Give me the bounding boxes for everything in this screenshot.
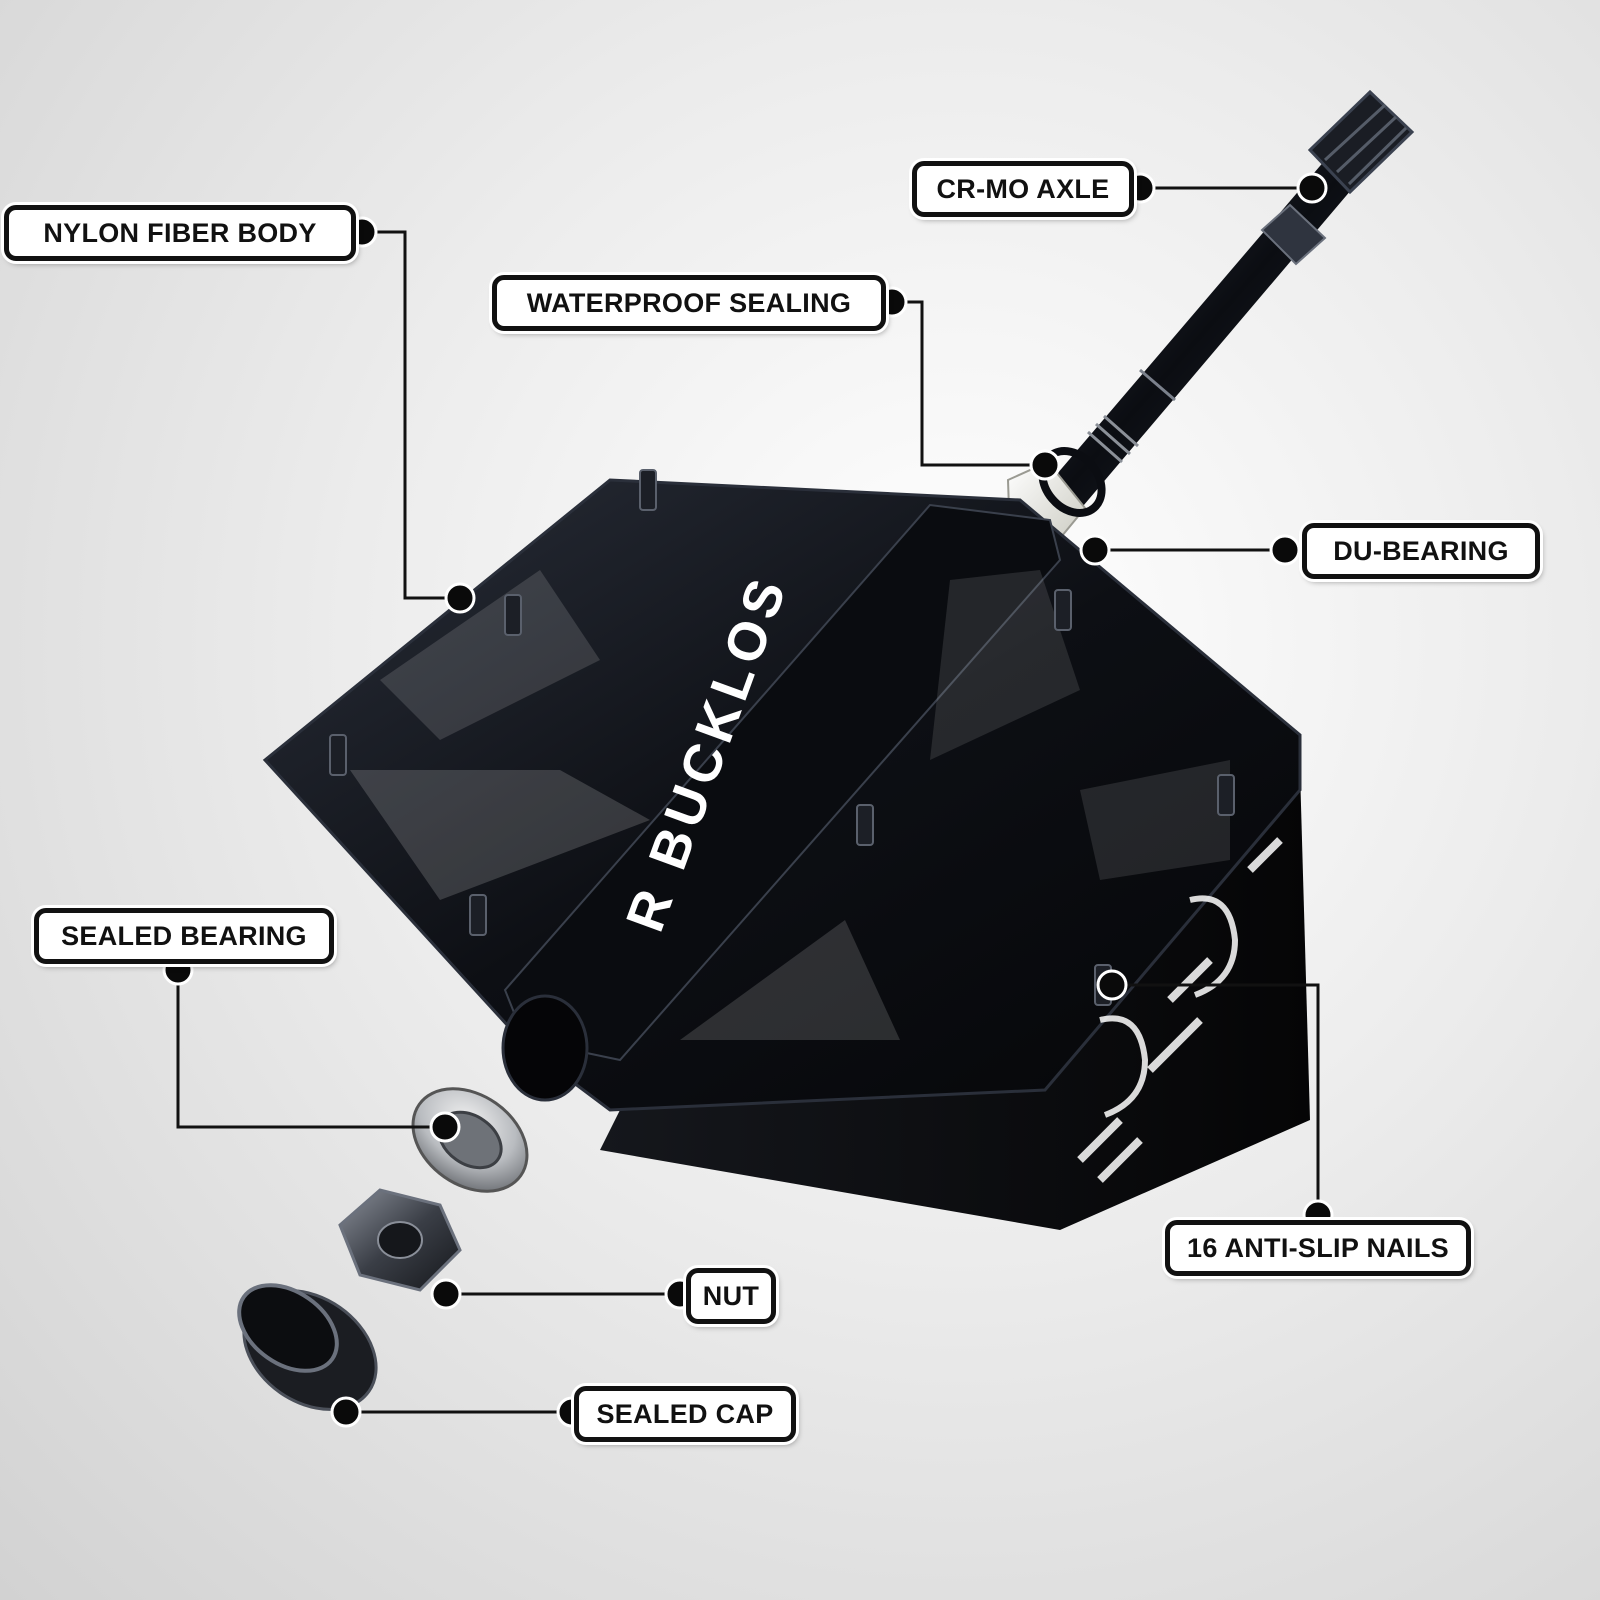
- callout-cr-mo-axle: CR-MO AXLE: [912, 161, 1134, 217]
- leader-lines: [176, 186, 1320, 1414]
- sealed-cap-part: [237, 1283, 378, 1411]
- nut-part: [338, 1188, 462, 1292]
- callout-du-bearing: DU-BEARING: [1302, 523, 1540, 579]
- axle: [1045, 89, 1415, 512]
- callout-nylon-fiber-body: NYLON FIBER BODY: [4, 205, 356, 261]
- callout-nut: NUT: [686, 1268, 776, 1324]
- callout-sealed-cap: SEALED CAP: [574, 1386, 796, 1442]
- callout-waterproof-sealing: WATERPROOF SEALING: [492, 275, 886, 331]
- pedal-body: [262, 478, 1310, 1230]
- callout-sealed-bearing: SEALED BEARING: [34, 908, 334, 964]
- callout-anti-slip-nails: 16 ANTI-SLIP NAILS: [1165, 1220, 1471, 1276]
